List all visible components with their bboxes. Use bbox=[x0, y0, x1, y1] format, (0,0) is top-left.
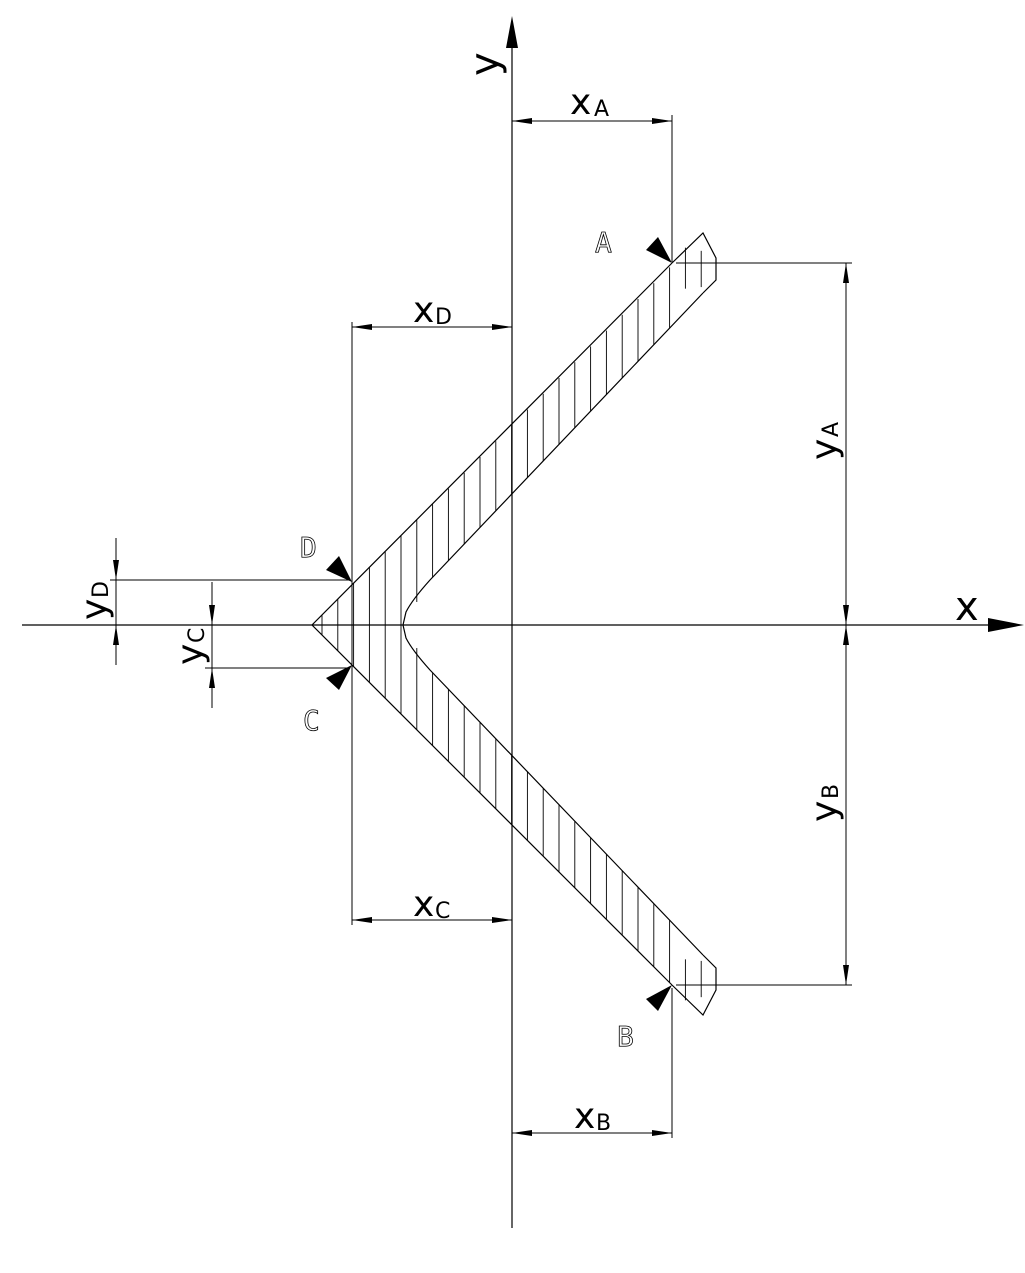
part-outline bbox=[311, 232, 717, 1016]
point-c-marker-icon bbox=[326, 665, 352, 690]
dim-ya-sub: A bbox=[819, 422, 844, 437]
dimension-yd: y D bbox=[74, 538, 350, 665]
section-hatching bbox=[321, 247, 702, 1001]
point-markers: A B C D bbox=[300, 226, 672, 1053]
dim-ya-main: y bbox=[804, 439, 845, 460]
y-axis-label: y bbox=[462, 52, 508, 76]
dimension-yc: y C bbox=[170, 582, 350, 708]
point-d-marker-icon bbox=[326, 556, 352, 582]
axes: x y bbox=[22, 16, 1024, 1228]
point-a-marker-icon bbox=[646, 237, 672, 263]
inner-edge bbox=[402, 292, 704, 956]
dim-yc-main: y bbox=[170, 644, 211, 665]
dim-xd-sub: D bbox=[435, 305, 452, 330]
x-axis-label: x bbox=[955, 584, 979, 630]
top-end-cap bbox=[671, 232, 717, 294]
point-d-label: D bbox=[300, 531, 317, 564]
dim-xd-main: x bbox=[413, 290, 434, 331]
point-b-label: B bbox=[617, 1020, 634, 1053]
dim-xa-sub: A bbox=[594, 97, 609, 122]
dimension-xd: x D bbox=[351, 290, 512, 925]
dimension-xc: x C bbox=[352, 884, 512, 925]
dim-yd-sub: D bbox=[89, 581, 114, 598]
dim-xc-main: x bbox=[413, 884, 434, 925]
x-axis-arrow-icon bbox=[988, 618, 1024, 632]
outer-edge bbox=[311, 262, 673, 986]
dim-yb-sub: B bbox=[819, 784, 844, 799]
dim-xa-main: x bbox=[570, 82, 591, 123]
dimension-ya: y A bbox=[676, 262, 852, 625]
point-a-label: A bbox=[595, 226, 612, 259]
point-c-label: C bbox=[303, 704, 320, 737]
dim-yd-main: y bbox=[74, 599, 115, 620]
dimension-xa: x A bbox=[512, 82, 673, 262]
point-b-marker-icon bbox=[646, 985, 672, 1011]
dim-xc-sub: C bbox=[435, 899, 450, 924]
dim-yc-sub: C bbox=[185, 628, 210, 643]
bottom-end-cap bbox=[671, 954, 717, 1016]
dim-yb-main: y bbox=[804, 801, 845, 822]
dim-xb-main: x bbox=[574, 1096, 595, 1137]
dimension-xb: x B bbox=[512, 988, 673, 1138]
dimension-yb: y B bbox=[676, 625, 852, 986]
dim-xb-sub: B bbox=[596, 1111, 611, 1136]
y-axis-arrow-icon bbox=[506, 16, 518, 48]
